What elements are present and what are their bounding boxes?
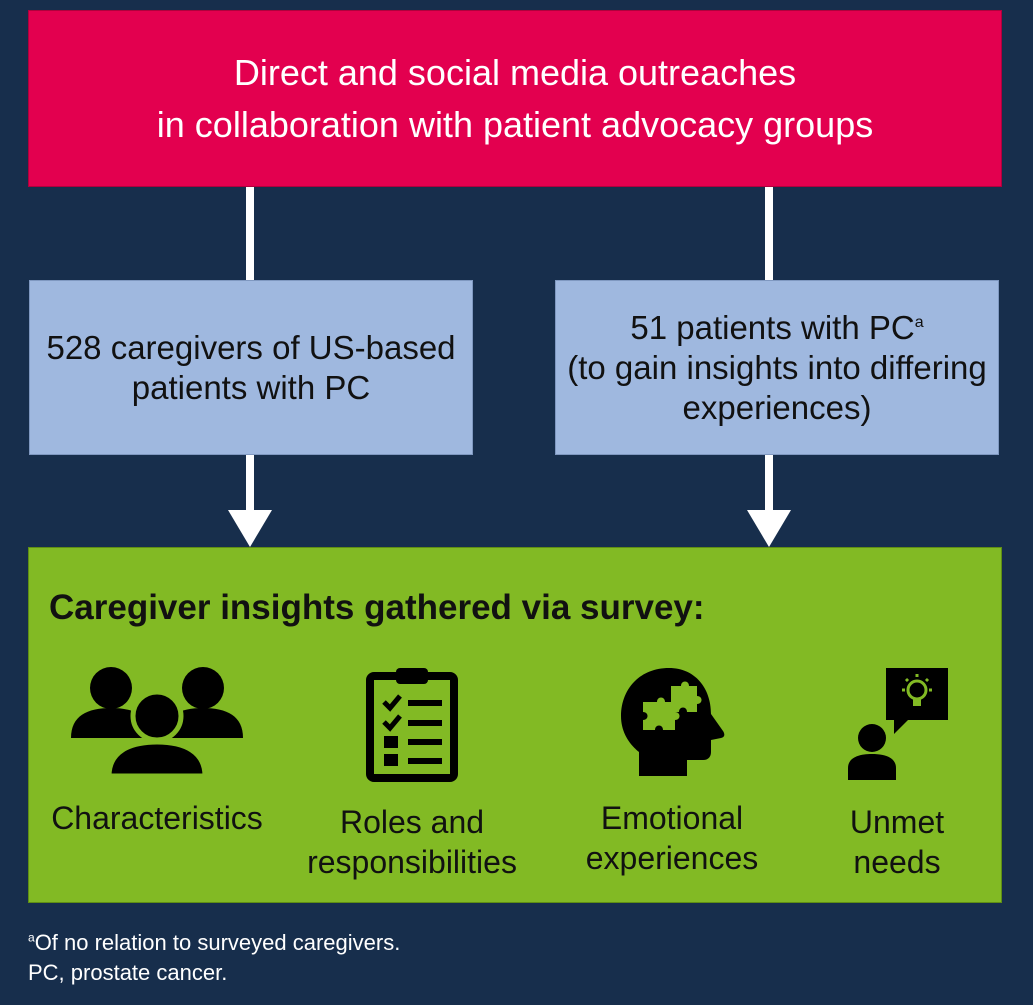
survey-insights-title: Caregiver insights gathered via survey: (49, 588, 705, 627)
footnote-marker: a (914, 313, 924, 331)
people-group-icon (71, 667, 243, 778)
outreach-line-2: in collaboration with patient advocacy g… (156, 103, 874, 145)
caregivers-box: 528 caregivers of US-based patients with… (29, 280, 473, 455)
patients-line-1: 51 patients with PCa (567, 308, 986, 348)
roles-label-line-2: responsibilities (307, 844, 517, 880)
emotional-label-line-2: experiences (585, 840, 759, 876)
outreach-line-1: Direct and social media outreaches (233, 51, 797, 93)
arrow-left-to-bottom (228, 455, 272, 547)
patients-line-3: experiences) (682, 388, 872, 426)
footnote-sup: a (28, 930, 35, 945)
insight-unmet-needs: Unmet needs (782, 666, 1012, 882)
insight-emotional: Emotional experiences (557, 666, 787, 878)
survey-insights-box: Caregiver insights gathered via survey: … (28, 547, 1002, 903)
footnote: aOf no relation to surveyed caregivers. … (28, 928, 400, 988)
unmet-label-line-2: needs (853, 844, 941, 880)
outreach-box: Direct and social media outreaches in co… (28, 10, 1002, 187)
caregivers-line-2: patients with PC (131, 368, 371, 406)
head-puzzle-icon (621, 668, 725, 776)
insight-roles: Roles and responsibilities (297, 666, 527, 882)
patients-line-1-text: 51 patients with PC (630, 308, 915, 346)
arrow-top-to-left (246, 187, 254, 280)
characteristics-label: Characteristics (51, 800, 263, 836)
caregivers-line-1: 528 caregivers of US-based (46, 328, 456, 366)
clipboard-checklist-icon (366, 668, 458, 782)
arrow-top-to-right (765, 187, 773, 280)
patients-box: 51 patients with PCa (to gain insights i… (555, 280, 999, 455)
footnote-line-1: aOf no relation to surveyed caregivers. (28, 928, 400, 958)
roles-label-line-1: Roles and (339, 804, 485, 840)
patients-line-2: (to gain insights into differing (567, 348, 987, 386)
emotional-label-line-1: Emotional (600, 800, 744, 836)
arrow-right-to-bottom (747, 455, 791, 547)
footnote-text-1: Of no relation to surveyed caregivers. (34, 930, 401, 955)
unmet-label-line-1: Unmet (849, 804, 945, 840)
insight-characteristics: Characteristics (42, 666, 272, 838)
person-lightbulb-icon (848, 668, 948, 780)
footnote-line-2: PC, prostate cancer. (28, 960, 228, 985)
